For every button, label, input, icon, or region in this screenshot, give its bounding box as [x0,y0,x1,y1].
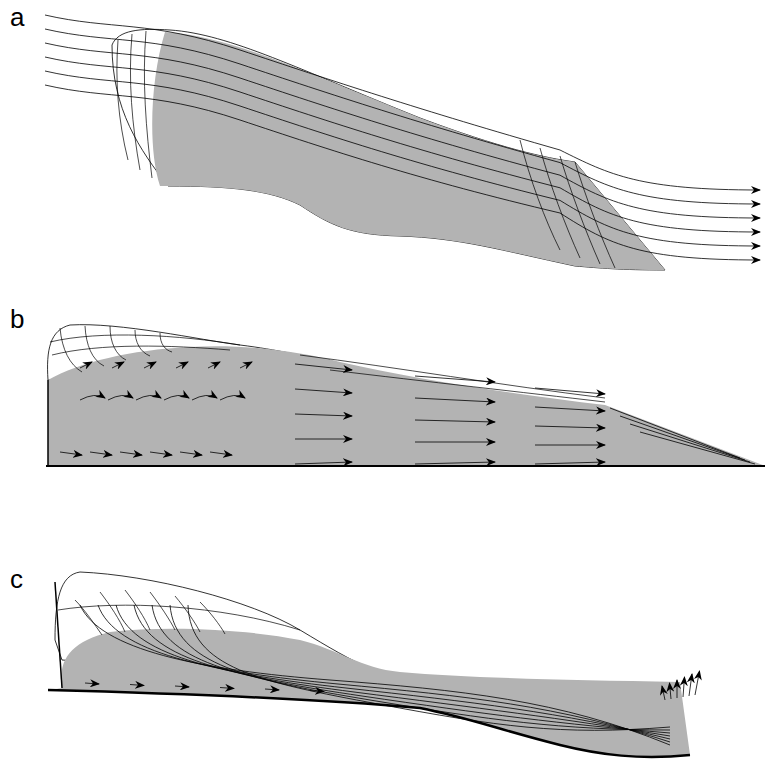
velocity-arrow [240,362,252,368]
velocity-arrow [150,452,172,455]
streamline [134,605,670,736]
velocity-arrow [220,688,234,689]
streamline [45,29,760,204]
velocity-arrow [192,395,217,400]
streamline [188,605,670,730]
velocity-arrow [130,685,144,686]
streamline [98,605,670,742]
streamline [45,15,760,190]
velocity-arrow [310,691,324,692]
velocity-arrow [695,671,700,695]
velocity-arrow [180,452,202,455]
streamline [630,424,750,462]
velocity-arrow [265,689,279,690]
velocity-arrow [295,414,352,416]
velocity-arrow [176,362,188,368]
velocity-arrow [210,452,232,455]
velocity-arrow [208,362,220,368]
panel-label: c [10,566,23,592]
velocity-arrow [164,395,189,400]
velocity-arrow [677,680,678,698]
velocity-arrow [120,452,142,455]
velocity-arrow [415,376,495,382]
velocity-arrow [220,395,245,400]
velocity-arrow [535,426,605,428]
velocity-arrow [85,683,99,684]
panel-c-figure [48,572,700,757]
velocity-arrow [415,420,495,422]
streamline [170,605,670,730]
panel-label: a [10,4,24,30]
velocity-arrow [415,462,495,464]
panel-b-figure [46,325,765,466]
streamline [45,71,760,246]
streamline [152,605,670,733]
streamline [610,408,740,458]
velocity-arrow [295,462,352,464]
velocity-arrow [60,452,82,455]
velocity-arrow [670,683,672,699]
velocity-arrow [662,686,665,700]
velocity-arrow [108,395,133,400]
velocity-arrow [535,462,605,464]
velocity-arrow [80,362,92,368]
streamline [45,43,760,218]
streamline [80,605,670,745]
velocity-arrow [295,364,352,370]
streamline [45,57,760,232]
velocity-arrow [415,398,495,402]
velocity-arrow [415,442,495,443]
velocity-arrow [80,395,105,400]
panel-label: b [10,306,24,332]
velocity-arrow [535,445,605,446]
streamline [116,605,670,739]
velocity-arrow [90,452,112,455]
velocity-arrow [295,439,352,440]
velocity-arrow [535,388,605,394]
panel-a-figure [45,15,760,270]
velocity-arrow [144,362,156,368]
velocity-arrow [112,362,124,368]
streamline [640,432,755,464]
streamline [45,85,760,260]
velocity-arrow [136,395,161,400]
velocity-arrow [683,677,685,697]
velocity-arrow [535,407,605,411]
velocity-arrow [175,686,189,687]
velocity-arrow [295,389,352,393]
streamline [620,416,745,460]
velocity-arrow [689,674,692,696]
